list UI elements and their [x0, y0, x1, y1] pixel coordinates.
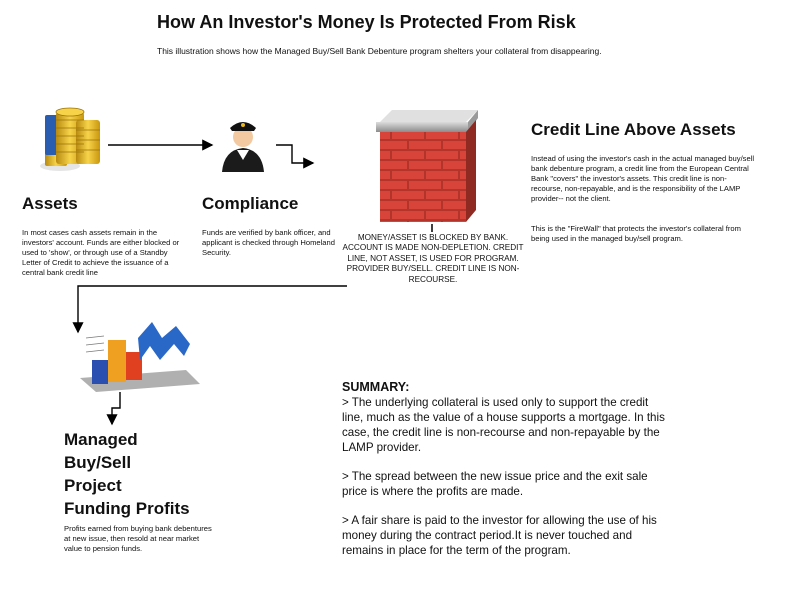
- summary-point-2: > The spread between the new issue price…: [342, 470, 648, 498]
- summary-point-3: > A fair share is paid to the investor f…: [342, 514, 657, 557]
- managed-profits-text: Profits earned from buying bank debentur…: [64, 524, 212, 553]
- summary-point-1: > The underlying collateral is used only…: [342, 396, 665, 454]
- gold-coins-icon: [40, 107, 100, 171]
- bank-officer-icon: [222, 122, 264, 172]
- compliance-heading: Compliance: [202, 194, 299, 213]
- firewall-text: This is the "FireWall" that protects the…: [531, 224, 741, 243]
- managed-line-4: Funding Profits: [64, 499, 190, 518]
- credit-line-text: Instead of using the investor's cash in …: [531, 154, 755, 203]
- arrow-chart-to-profits: [106, 392, 121, 426]
- credit-line-heading: Credit Line Above Assets: [531, 120, 736, 139]
- arrow-compliance-to-wall: [276, 144, 315, 169]
- summary-heading: SUMMARY:: [342, 380, 410, 394]
- page-title: How An Investor's Money Is Protected Fro…: [157, 12, 576, 32]
- arrow-wall-to-profits: [72, 285, 347, 334]
- managed-line-3: Project: [64, 476, 122, 495]
- compliance-text: Funds are verified by bank officer, and …: [202, 228, 335, 257]
- managed-line-2: Buy/Sell: [64, 453, 132, 472]
- assets-heading: Assets: [22, 194, 78, 213]
- wall-caption: MONEY/ASSET IS BLOCKED BY BANK. ACCOUNT …: [342, 233, 524, 284]
- brick-firewall-icon: [376, 110, 478, 232]
- bar-chart-icon: [80, 322, 200, 392]
- flow-arrows: [72, 139, 347, 426]
- managed-line-1: Managed: [64, 430, 138, 449]
- assets-text: In most cases cash assets remain in the …: [22, 228, 180, 277]
- summary-block: SUMMARY: > The underlying collateral is …: [342, 380, 672, 572]
- managed-profits-heading: Managed Buy/Sell Project Funding Profits: [64, 428, 190, 520]
- page-subtitle: This illustration shows how the Managed …: [157, 46, 602, 56]
